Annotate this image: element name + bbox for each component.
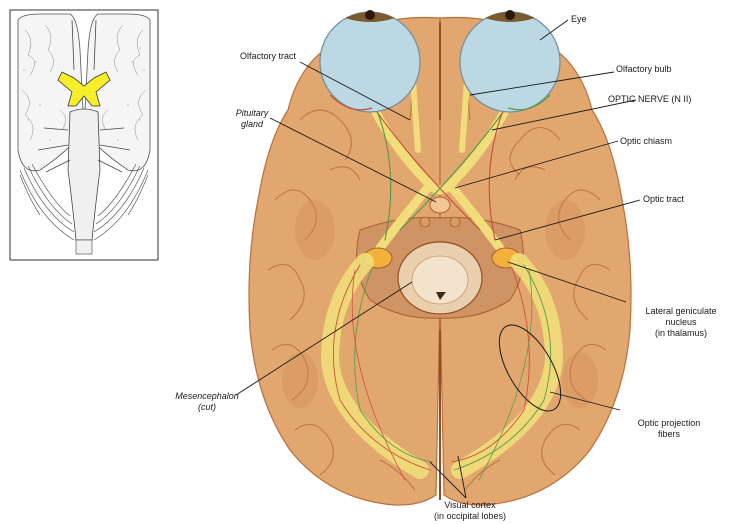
label-olfactory-bulb: Olfactory bulb (616, 64, 672, 75)
label-eye: Eye (571, 14, 587, 25)
label-lateral-geniculate: Lateral geniculate nucleus (in thalamus) (628, 306, 734, 339)
label-pituitary-gland: Pituitary gland (230, 108, 274, 130)
label-optic-nerve: OPTIC NERVE (N II) (608, 94, 691, 105)
label-visual-cortex: Visual cortex (in occipital lobes) (425, 500, 515, 522)
label-proj-line1: Optic projection (624, 418, 714, 429)
label-lgn-line3: (in thalamus) (628, 328, 734, 339)
label-olfactory-tract: Olfactory tract (240, 51, 296, 62)
label-proj-line2: fibers (624, 429, 714, 440)
label-optic-tract: Optic tract (643, 194, 684, 205)
label-pituitary-line1: Pituitary (230, 108, 274, 119)
label-visual-line2: (in occipital lobes) (425, 511, 515, 522)
label-lgn-line1: Lateral geniculate (628, 306, 734, 317)
brain-illustration (249, 10, 631, 505)
label-mesencephalon: Mesencephalon (cut) (170, 391, 244, 413)
label-mesen-line1: Mesencephalon (170, 391, 244, 402)
mesencephalon-cut (398, 242, 482, 314)
label-mesen-line2: (cut) (170, 402, 244, 413)
inset-panel (10, 10, 158, 260)
pituitary (430, 197, 450, 213)
label-visual-line1: Visual cortex (425, 500, 515, 511)
label-optic-chiasm: Optic chiasm (620, 136, 672, 147)
label-lgn-line2: nucleus (628, 317, 734, 328)
label-optic-projection: Optic projection fibers (624, 418, 714, 440)
label-pituitary-line2: gland (230, 119, 274, 130)
